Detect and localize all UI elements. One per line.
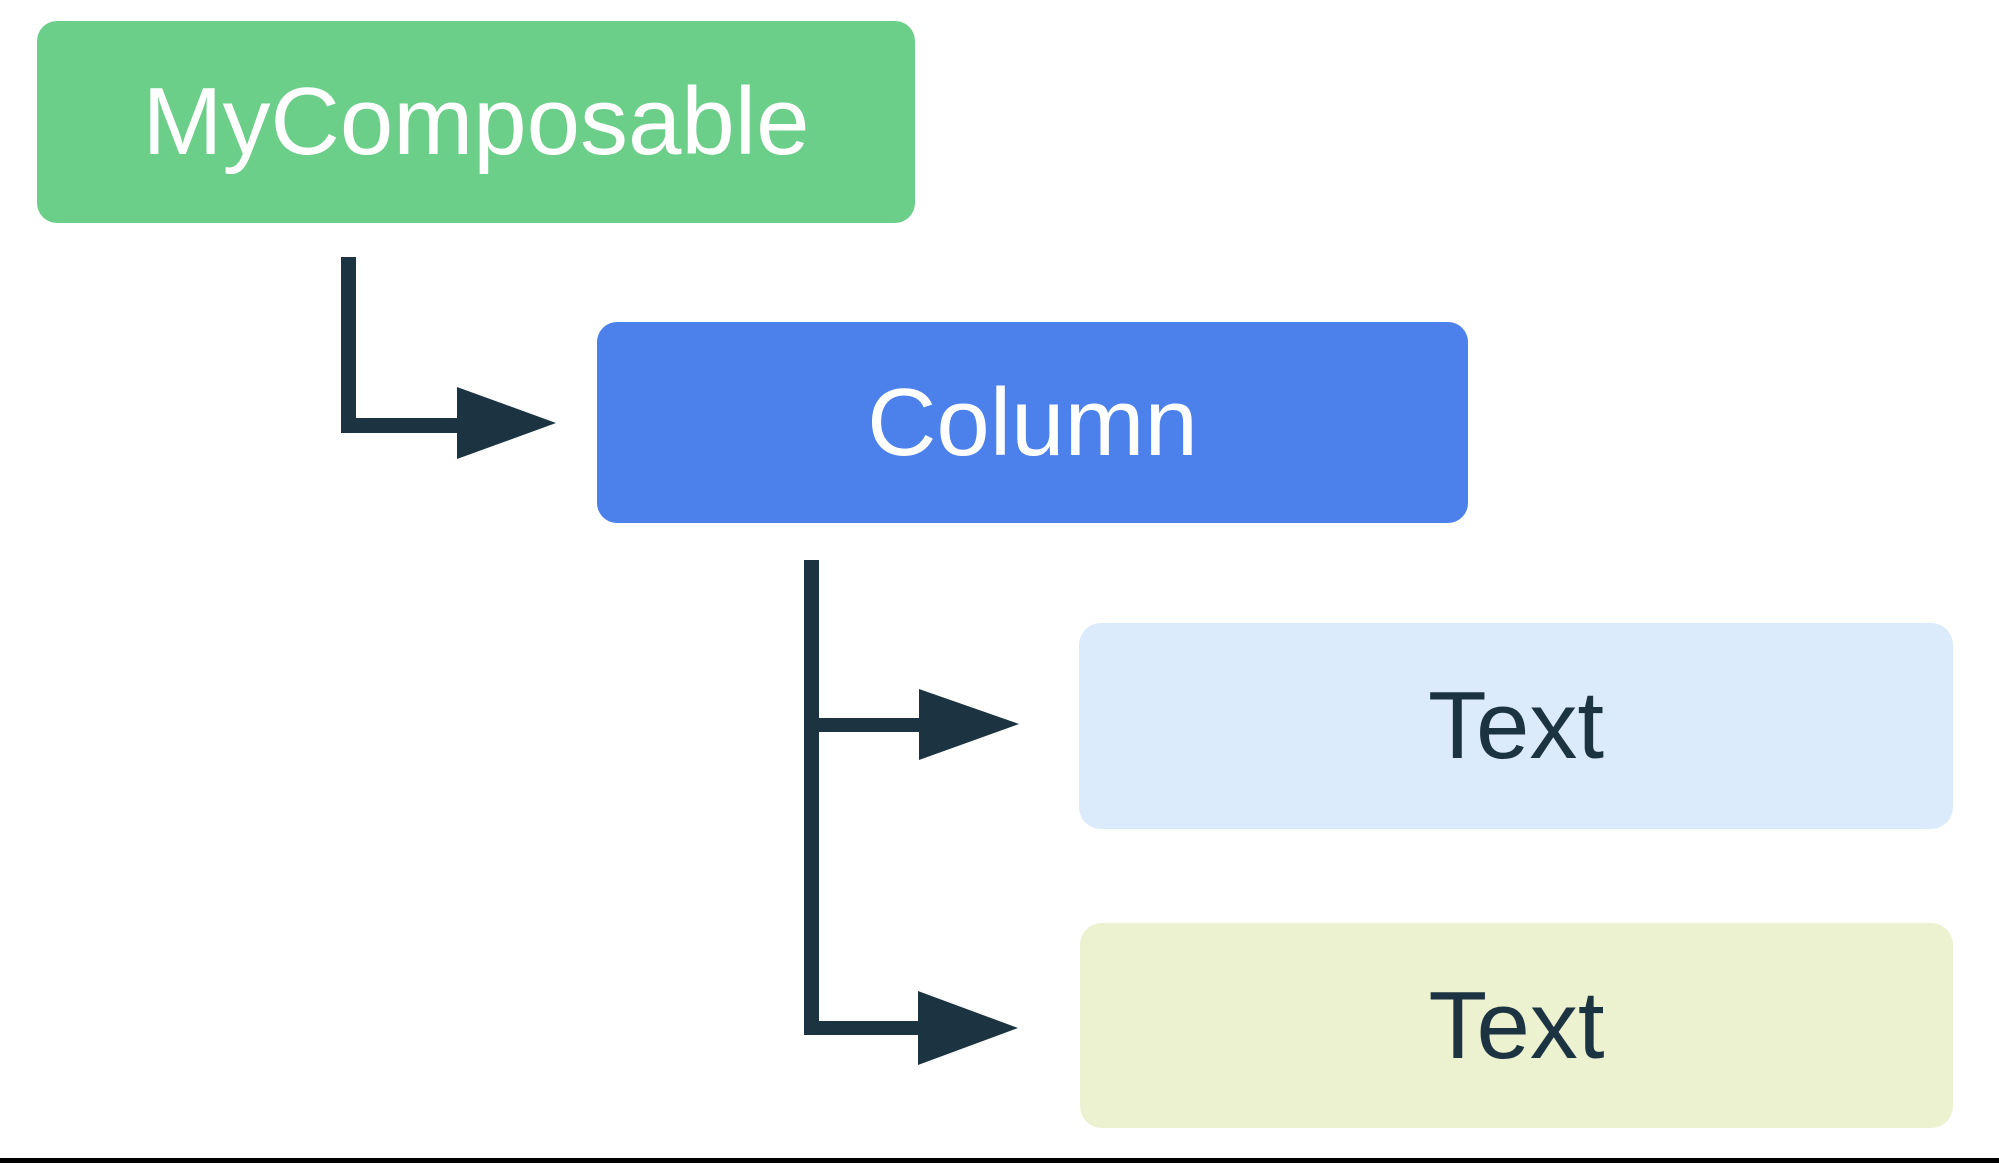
node-mycomposable-label: MyComposable bbox=[142, 68, 810, 175]
arrowhead-to-column-icon bbox=[457, 387, 556, 459]
node-text-first-label: Text bbox=[1427, 672, 1605, 779]
node-text-second-label: Text bbox=[1428, 971, 1605, 1079]
connector-branch-text2-horizontal bbox=[804, 1021, 919, 1035]
bottom-rule bbox=[0, 1158, 1999, 1163]
connector-column-trunk-vertical bbox=[804, 560, 819, 1035]
connector-branch-text1-horizontal bbox=[804, 718, 920, 732]
connector-mycomposable-vertical bbox=[341, 257, 356, 433]
node-column-label: Column bbox=[867, 368, 1198, 476]
arrowhead-to-text2-icon bbox=[918, 991, 1018, 1065]
connector-mycomposable-horizontal bbox=[341, 418, 457, 433]
node-text-first: Text bbox=[1079, 623, 1953, 829]
arrowhead-to-text1-icon bbox=[919, 689, 1019, 760]
node-column: Column bbox=[597, 322, 1468, 523]
node-text-second: Text bbox=[1080, 923, 1953, 1128]
node-mycomposable: MyComposable bbox=[37, 21, 915, 223]
